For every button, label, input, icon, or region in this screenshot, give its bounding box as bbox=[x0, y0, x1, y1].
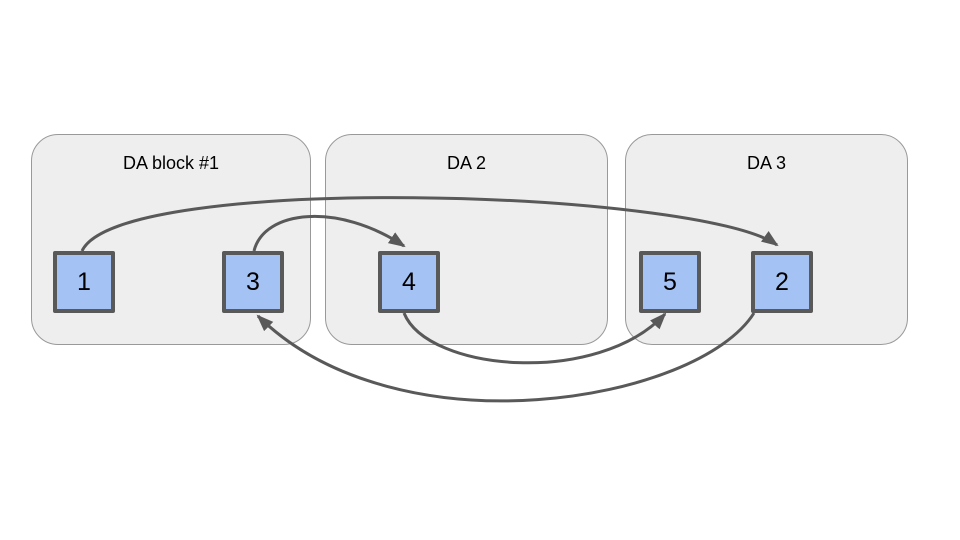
da-block-3-label: DA 3 bbox=[746, 153, 787, 173]
da-block-1-container: DA block #1 bbox=[31, 134, 311, 345]
da-block-1-label: DA block #1 bbox=[122, 153, 220, 173]
node-5: 5 bbox=[639, 251, 701, 313]
node-2: 2 bbox=[751, 251, 813, 313]
node-4: 4 bbox=[378, 251, 440, 313]
node-3: 3 bbox=[222, 251, 284, 313]
node-1: 1 bbox=[53, 251, 115, 313]
da-block-2-label: DA 2 bbox=[446, 153, 487, 173]
da-block-3-container: DA 3 bbox=[625, 134, 908, 345]
da-block-2-container: DA 2 bbox=[325, 134, 608, 345]
